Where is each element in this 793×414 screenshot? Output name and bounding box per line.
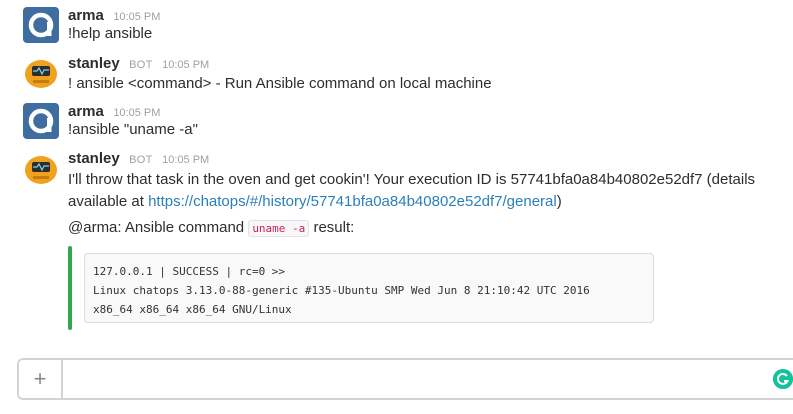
bot-badge: BOT (129, 59, 153, 71)
user-name[interactable]: stanley (68, 150, 120, 167)
timestamp[interactable]: 10:05 PM (113, 11, 161, 23)
output-line: Linux chatops 3.13.0-88-generic #135-Ubu… (93, 284, 590, 297)
result-line: @arma: Ansible command uname -a result: (68, 217, 354, 240)
message-text-part: ) (556, 193, 562, 210)
inline-code: uname -a (248, 220, 310, 237)
message-text: !ansible "uname -a" (68, 121, 198, 138)
user-name[interactable]: stanley (68, 55, 120, 72)
result-suffix: result: (309, 219, 355, 236)
timestamp[interactable]: 10:05 PM (113, 107, 161, 119)
message-text: ! ansible <command> - Run Ansible comman… (68, 75, 492, 92)
message-text-part: I'll throw that task in the oven and get… (68, 171, 756, 188)
bot-badge: BOT (129, 154, 153, 166)
arma-avatar-icon[interactable] (23, 7, 59, 43)
user-name[interactable]: arma (68, 103, 104, 120)
output-line: x86_64 x86_64 x86_64 GNU/Linux (93, 303, 292, 316)
timestamp[interactable]: 10:05 PM (162, 154, 210, 166)
grammarly-icon[interactable] (773, 369, 793, 389)
stanley-avatar-icon[interactable] (23, 150, 59, 186)
message-text: I'll throw that task in the oven and get… (68, 169, 788, 213)
success-bar (68, 246, 72, 330)
add-attachment-button[interactable]: + (19, 360, 63, 398)
user-name[interactable]: arma (68, 7, 104, 24)
message-text-part: available at (68, 193, 149, 210)
result-prefix: @arma: Ansible command (68, 219, 249, 236)
message-composer[interactable]: + (17, 358, 793, 400)
arma-avatar-icon[interactable] (23, 103, 59, 139)
stanley-avatar-icon[interactable] (23, 54, 59, 90)
message-text: !help ansible (68, 25, 153, 42)
timestamp[interactable]: 10:05 PM (162, 59, 210, 71)
output-line: 127.0.0.1 | SUCCESS | rc=0 >> (93, 265, 286, 278)
history-link[interactable]: https://chatops/#/history/57741bfa0a84b4… (148, 193, 557, 210)
command-output: 127.0.0.1 | SUCCESS | rc=0 >> Linux chato… (84, 253, 654, 323)
